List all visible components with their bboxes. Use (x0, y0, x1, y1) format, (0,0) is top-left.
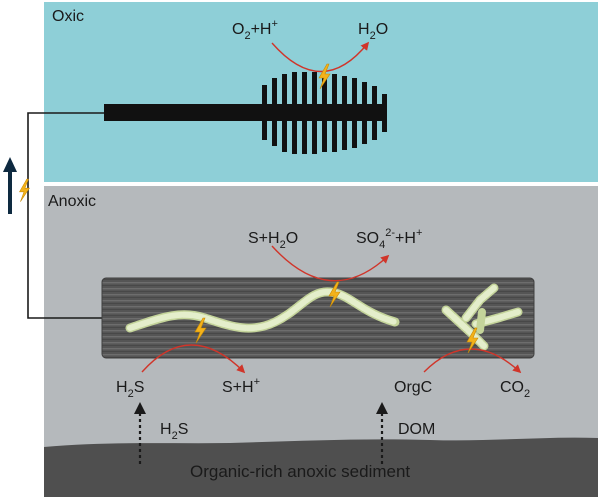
circuit-wire (27, 112, 104, 319)
oxic-label: Oxic (52, 8, 84, 25)
oxygen-reactant-label: O2+H+ (232, 18, 278, 42)
anoxic-label: Anoxic (48, 193, 96, 210)
sediment-label: Organic-rich anoxic sediment (190, 462, 410, 481)
sulfur-oxidation-arrow (271, 245, 390, 282)
water-product-label: H2O (358, 21, 388, 42)
h2s-flux-label: H2S (160, 421, 188, 442)
sulfur-reactant-label: S+H2O (248, 230, 298, 251)
comb-electrode-icon (104, 72, 387, 154)
orgc-reactant-label: OrgC (394, 379, 432, 396)
sediment-layer (44, 437, 598, 497)
oxic-zone (44, 2, 598, 182)
oxygen-reduction-arrow (271, 41, 370, 73)
h2s-flux-arrow (134, 402, 146, 464)
dom-flux-label: DOM (398, 421, 435, 438)
cable-bacteria-segments (127, 288, 398, 332)
sulfide-oxidation-arrow (141, 344, 246, 374)
co2-product-label: CO2 (500, 379, 530, 400)
dom-flux-arrow (376, 402, 388, 464)
cable-bacteria-cluster (441, 283, 523, 351)
sulfide-reactant-label: H2S (116, 379, 144, 400)
organic-oxidation-arrow (423, 348, 522, 374)
sulfate-product-label: SO42-+H+ (356, 227, 422, 251)
current-arrow-icon (3, 157, 17, 214)
sulfur-product-label: S+H+ (222, 376, 260, 396)
